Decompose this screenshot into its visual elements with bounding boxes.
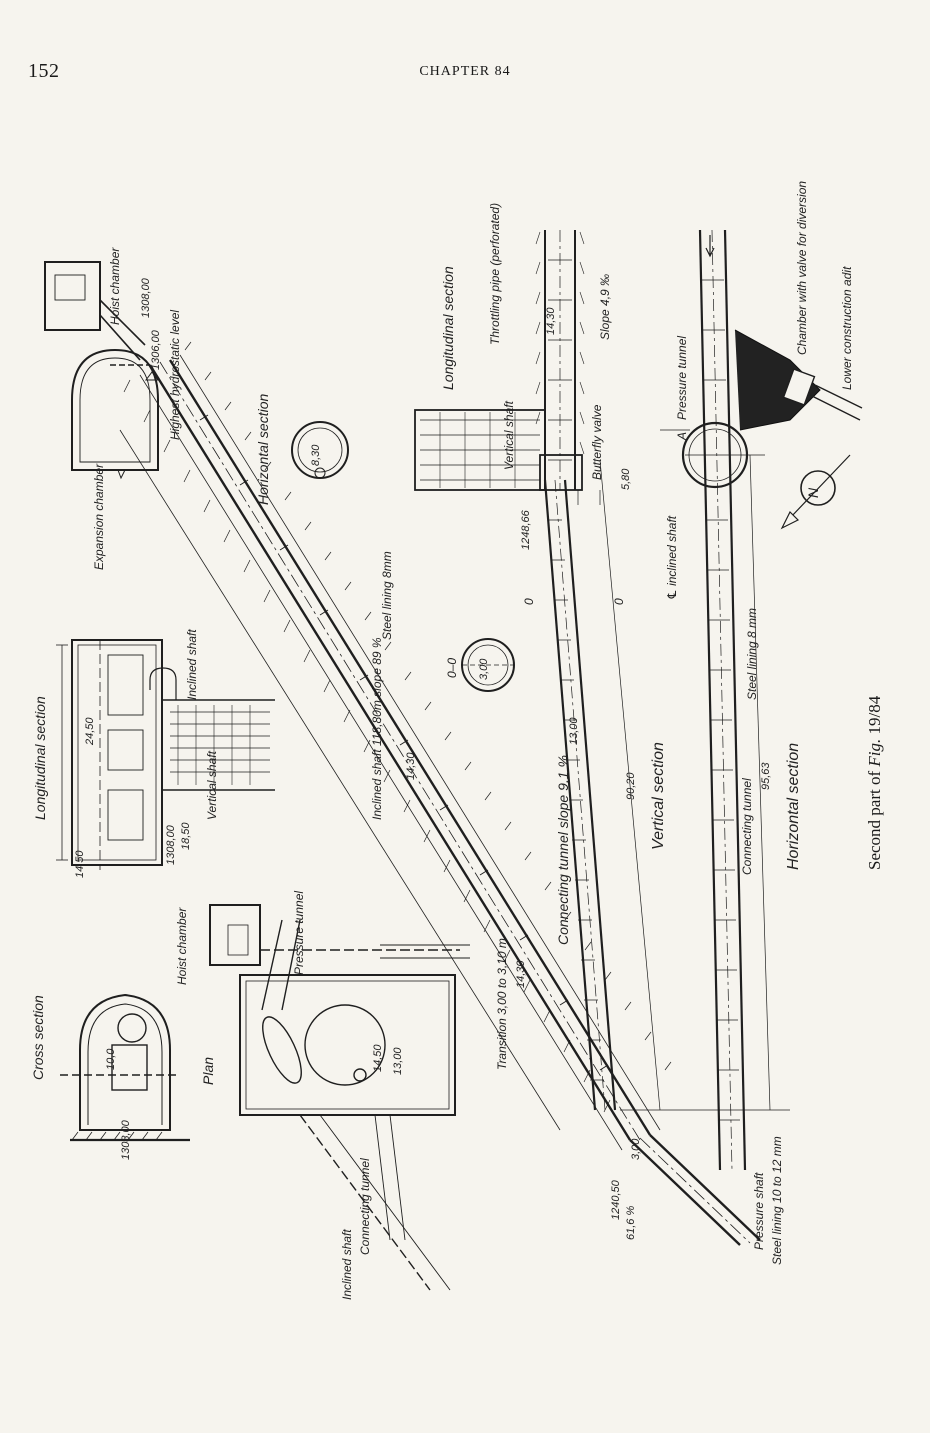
throttling-pipe-label: Throttling pipe (perforated) [488, 202, 502, 345]
lower-adit-label: Lower construction adit [840, 266, 854, 390]
connecting-tunnel-drawing [414, 230, 617, 1111]
steel-lining-h-label: Steel lining 8 mm [745, 607, 759, 700]
dim-1430-main: 14,30 [405, 752, 417, 780]
horizontal-section-bottom-label: Horizontal section [785, 742, 802, 870]
mark-o1: 0 [522, 598, 536, 605]
connecting-tunnel-slope-label: Connecting tunnel slope 9,1 % [555, 755, 571, 945]
inclined-shaft-drawing [119, 341, 761, 1246]
vertical-shaft-left-label: Vertical shaft [205, 751, 219, 820]
dim-1240: 1240,50 [610, 1180, 622, 1220]
connecting-tunnel-h-label: Connecting tunnel [740, 778, 754, 875]
dim-1300-plan: 13,00 [392, 1047, 404, 1075]
steel-lining-main-label: Steel lining 8mm [380, 551, 394, 640]
dim-1308-left: 1308,00 [165, 825, 177, 865]
caption-prefix: Second part of [865, 766, 884, 870]
pressure-tunnel-plan-label: Pressure tunnel [292, 890, 306, 975]
cross-section-drawing [60, 993, 190, 1142]
dim-9020: 90,20 [625, 772, 637, 800]
connecting-tunnel-plan-label: Connecting tunnel [358, 1158, 372, 1255]
horizontal-section-drawing [681, 229, 863, 1171]
dim-2450: 24,50 [84, 717, 96, 745]
page-number: 152 [28, 60, 60, 82]
dim-1306-top: 1306,00 [150, 330, 162, 370]
chamber-valve-label: Chamber with valve for diversion [795, 180, 809, 355]
section-oo-label: 0–0 [445, 657, 459, 678]
horizontal-section-top-label: Horizontal section [255, 393, 271, 505]
plan-drawing [209, 904, 470, 1291]
inclined-shaft-axis-label: ℄ inclined shaft [665, 515, 679, 600]
north-arrow-icon: N [805, 487, 821, 498]
steel-lining-bottom-label: Steel lining 10 to 12 mm [770, 1136, 784, 1265]
pressure-shaft-label: Pressure shaft [752, 1172, 766, 1250]
inclined-shaft-plan-label: Inclined shaft [340, 1229, 354, 1300]
dim-1300-mid: 13,00 [568, 717, 580, 745]
dim-1308-top: 1308,00 [140, 278, 152, 318]
figure-caption: Second part of Fig. 19/84 [865, 696, 885, 870]
longitudinal-section-right-label: Longitudinal section [440, 266, 456, 390]
slope-right-label: Slope 4,9 ‰ [598, 273, 612, 340]
expansion-chamber-drawing [44, 261, 159, 480]
dim-1430-right: 14,30 [545, 307, 557, 335]
section-a-label: A [675, 431, 689, 440]
plan-label: Plan [200, 1056, 216, 1085]
dim-1430-transition: 14,30 [515, 960, 527, 988]
hoist-chamber-plan-label: Hoist chamber [175, 907, 189, 985]
dim-9563: 95,63 [760, 762, 772, 790]
expansion-chamber-label: Expansion chamber [92, 463, 106, 570]
dim-1248: 1248,66 [520, 510, 532, 550]
cross-section-label: Cross section [30, 995, 46, 1080]
dim-830: 8,30 [310, 444, 322, 466]
dim-300-oo: 3,00 [478, 658, 490, 680]
longitudinal-section-left-label: Longitudinal section [32, 696, 48, 820]
vertical-section-label: Vertical section [650, 742, 667, 850]
butterfly-valve-label: Butterfly valve [590, 404, 604, 480]
highest-level-label: Highest hydrostatic level [168, 309, 182, 440]
dim-1308-cross: 1308,00 [120, 1120, 132, 1160]
hoist-chamber-label: Hoist chamber [108, 247, 122, 325]
inclined-shaft-main-label: Inclined shaft 118,80m slope 89 % [370, 637, 384, 820]
vertical-shaft-right-label: Vertical shaft [502, 401, 516, 470]
running-head: CHAPTER 84 [419, 64, 511, 79]
dim-slope-bottom: 61,6 % [625, 1205, 637, 1240]
dim-1450-plan: 14,50 [372, 1044, 384, 1072]
dim-580: 5,80 [620, 468, 632, 490]
caption-fig-label: Fig. [865, 738, 884, 767]
transition-label: Transition 3,00 to 3,10 m [495, 938, 509, 1070]
dimension-lines [577, 429, 790, 1111]
longitudinal-section-drawing [56, 639, 275, 870]
section-circles [291, 421, 515, 692]
dim-1450-left: 14,50 [74, 850, 86, 878]
dim-10-cross: 10,0 [105, 1048, 117, 1070]
mark-o2: 0 [612, 598, 626, 605]
caption-fig-number: 19/84 [865, 695, 884, 739]
dim-300-bottom: 3,00 [630, 1138, 642, 1160]
pressure-tunnel-label: Pressure tunnel [675, 335, 689, 420]
north-arrow-drawing [780, 454, 851, 530]
inclined-shaft-left-label: Inclined shaft [185, 629, 199, 700]
dim-1850: 18,50 [180, 822, 192, 850]
